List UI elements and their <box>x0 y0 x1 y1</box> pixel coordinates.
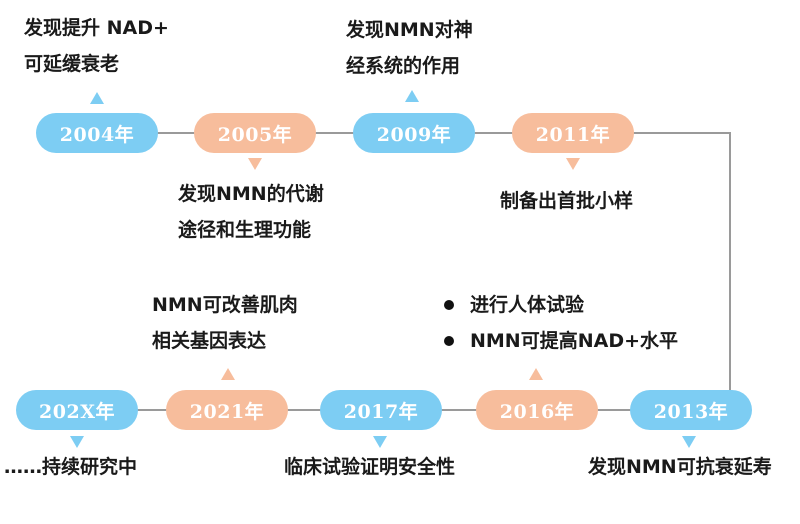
note-2016: 进行人体试验 NMN可提高NAD+水平 <box>470 287 678 359</box>
note-2017-line-1: 临床试验证明安全性 <box>284 456 456 478</box>
pointer-up-icon <box>221 368 235 380</box>
pointer-down-icon <box>248 158 262 170</box>
year-node-2004: 2004年 <box>36 113 158 153</box>
note-2011-line-1: 制备出首批小样 <box>500 190 634 212</box>
right-vertical-connector <box>729 132 731 410</box>
note-2011: 制备出首批小样 <box>500 183 633 219</box>
year-node-2005: 2005年 <box>194 113 316 153</box>
note-2005-line-1: 发现NMN的代谢 <box>178 183 324 205</box>
pointer-down-icon <box>373 436 387 448</box>
note-2004-line-2: 可延缓衰老 <box>24 53 120 75</box>
year-node-2009: 2009年 <box>353 113 475 153</box>
note-2009: 发现NMN对神 经系统的作用 <box>346 12 473 84</box>
pointer-up-icon <box>405 90 419 102</box>
pointer-down-icon <box>566 158 580 170</box>
note-2016-line-2: NMN可提高NAD+水平 <box>470 330 679 352</box>
note-2017: 临床试验证明安全性 <box>284 449 455 485</box>
note-2013: 发现NMN可抗衰延寿 <box>588 449 772 485</box>
year-node-202x: 202X年 <box>16 390 138 430</box>
year-node-2021: 2021年 <box>166 390 288 430</box>
pointer-up-icon <box>90 92 104 104</box>
year-node-2013: 2013年 <box>630 390 752 430</box>
note-2009-line-2: 经系统的作用 <box>346 55 461 77</box>
year-node-2016: 2016年 <box>476 390 598 430</box>
pointer-down-icon <box>682 436 696 448</box>
year-node-2017: 2017年 <box>320 390 442 430</box>
note-2005: 发现NMN的代谢 途径和生理功能 <box>178 176 324 248</box>
note-2004: 发现提升 NAD+ 可延缓衰老 <box>24 10 169 82</box>
bullet-icon <box>444 336 454 346</box>
note-2021: NMN可改善肌肉 相关基因表达 <box>152 287 298 359</box>
note-2004-line-1: 发现提升 NAD+ <box>24 17 169 39</box>
note-2009-line-1: 发现NMN对神 <box>346 19 473 41</box>
pointer-up-icon <box>529 368 543 380</box>
note-2021-line-1: NMN可改善肌肉 <box>152 294 298 316</box>
note-2013-line-1: 发现NMN可抗衰延寿 <box>588 456 772 478</box>
bullet-icon <box>444 300 454 310</box>
year-node-2011: 2011年 <box>512 113 634 153</box>
note-2016-line-1: 进行人体试验 <box>470 294 585 316</box>
note-2021-line-2: 相关基因表达 <box>152 330 267 352</box>
note-202x-line-1: ……持续研究中 <box>4 456 138 478</box>
note-202x: ……持续研究中 <box>4 449 137 485</box>
note-2005-line-2: 途径和生理功能 <box>178 219 312 241</box>
pointer-down-icon <box>70 436 84 448</box>
